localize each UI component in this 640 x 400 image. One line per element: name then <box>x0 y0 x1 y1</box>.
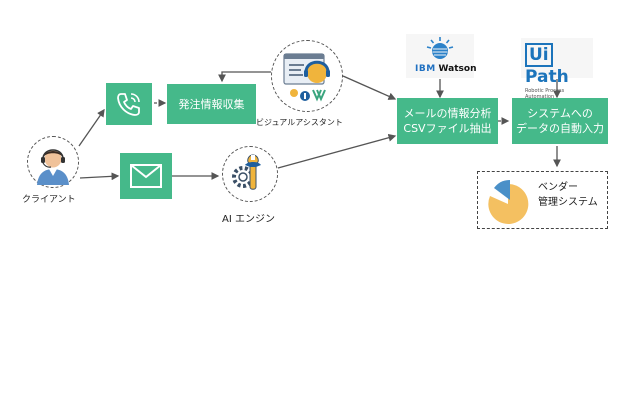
auto-input-line1: システムへの <box>527 107 593 120</box>
email-analysis-box: メールの情報分析 CSVファイル抽出 <box>397 98 498 144</box>
auto-input-box: システムへの データの自動入力 <box>512 98 608 144</box>
email-icon <box>130 164 162 188</box>
vendor-system-node: ベンダー 管理システム <box>477 171 608 229</box>
uipath-wordmark: UiPath Robotic Process Automation <box>525 43 593 100</box>
uipath-tagline: Robotic Process Automation <box>525 88 565 100</box>
email-analysis-line2: CSVファイル抽出 <box>403 122 492 135</box>
visual-assistant-node <box>271 40 343 112</box>
arrow-ai-to-analysis <box>277 133 397 169</box>
ibm-watson-logo: IBM Watson <box>406 34 476 78</box>
ai-engine-label: AI エンジン <box>222 214 275 225</box>
auto-input-line2: データの自動入力 <box>516 122 604 135</box>
phone-icon <box>117 93 140 116</box>
uipath-ui-text: Ui <box>525 43 553 67</box>
uipath-path-text: Path <box>525 67 569 87</box>
email-analysis-line1: メールの情報分析 <box>403 107 492 120</box>
vendor-system-line1: ベンダー <box>538 182 578 193</box>
vendor-system-label: ベンダー 管理システム <box>538 180 598 210</box>
phone-node <box>106 83 152 125</box>
visual-assistant-icon <box>283 53 330 102</box>
headset-person-icon <box>37 149 69 185</box>
client-node <box>27 136 79 188</box>
visual-assistant-label: ビジュアルアシスタント <box>256 118 343 127</box>
arrow-client-to-phone <box>78 108 105 147</box>
arrow-client-to-email <box>79 172 120 181</box>
email-node <box>120 153 172 199</box>
watson-globe-icon <box>426 37 454 59</box>
wrench-gear-icon <box>232 154 261 190</box>
ibm-brand-text: IBM <box>415 64 436 74</box>
pie-chart-icon <box>488 180 529 224</box>
uipath-logo: UiPath Robotic Process Automation <box>521 38 593 100</box>
ai-engine-node <box>222 146 278 202</box>
client-label: クライアント <box>22 195 76 205</box>
arrow-assistant-to-order <box>218 71 271 83</box>
vendor-system-line2: 管理システム <box>538 197 598 208</box>
order-collection-box: 発注情報収集 <box>167 84 256 124</box>
ibm-watson-wordmark: IBM Watson <box>415 64 476 74</box>
arrow-assistant-to-analysis <box>342 75 397 100</box>
order-collection-label: 発注情報収集 <box>178 97 245 111</box>
watson-product-text: Watson <box>438 64 477 74</box>
